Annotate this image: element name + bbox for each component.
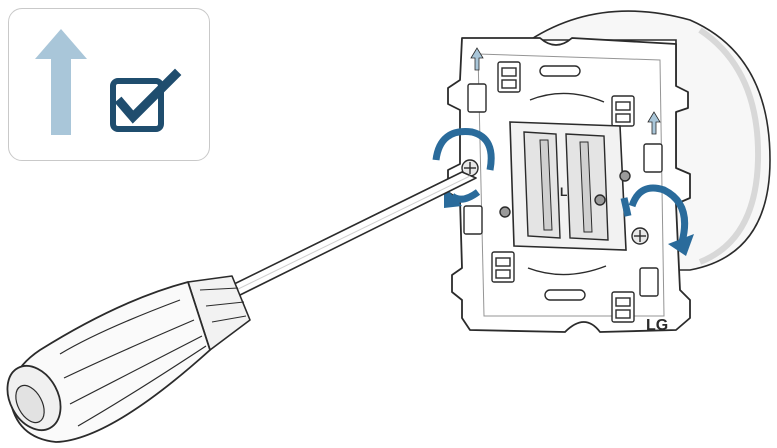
rotate-counterclockwise-icon xyxy=(620,184,694,256)
back-box xyxy=(527,10,771,271)
frame-up-arrow-icon xyxy=(470,47,661,135)
up-arrow-icon xyxy=(35,29,87,135)
frame-clips xyxy=(463,61,663,323)
mechanism-letter: L xyxy=(560,185,567,199)
switch-mechanism: L xyxy=(509,121,627,251)
screws xyxy=(461,159,649,245)
checkbox-checked-icon xyxy=(110,68,182,132)
brand-mark-label: LG xyxy=(646,317,668,334)
screwdriver xyxy=(6,171,477,443)
orientation-badge xyxy=(8,8,210,161)
